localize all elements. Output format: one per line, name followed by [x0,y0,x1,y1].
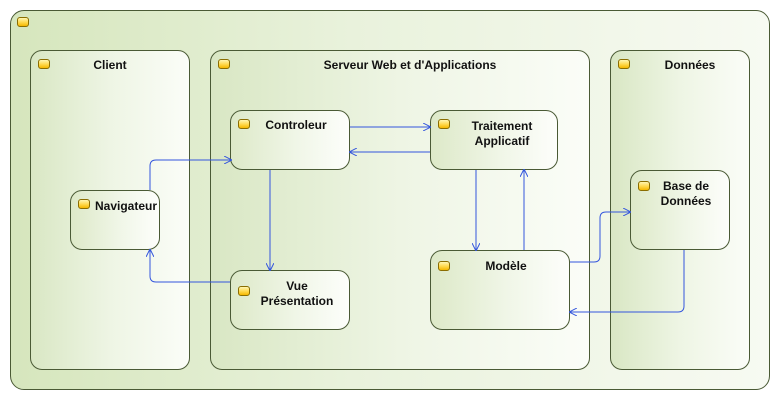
data-lane-title: Données [664,58,716,72]
server-lane-title: Serveur Web et d'Applications [323,58,497,72]
node-base-donnees[interactable]: Base de Données [630,170,730,250]
node-controleur[interactable]: Controleur [230,110,350,170]
node-modele-label: Modèle [485,259,527,273]
client-lane-title: Client [93,58,127,72]
node-traitement-label: Traitement Applicatif [471,119,533,148]
element-tag-icon [17,17,29,27]
node-navigateur[interactable]: Navigateur [70,190,160,250]
node-base-donnees-label: Base de Données [660,179,712,208]
node-vue-label: Vue Présentation [260,279,334,308]
element-tag-icon [38,59,50,69]
element-tag-icon [78,199,90,209]
element-tag-icon [238,119,250,129]
client-lane: Client [30,50,190,370]
node-vue[interactable]: Vue Présentation [230,270,350,330]
node-traitement[interactable]: Traitement Applicatif [430,110,558,170]
element-tag-icon [218,59,230,69]
element-tag-icon [618,59,630,69]
element-tag-icon [238,286,250,296]
node-controleur-label: Controleur [265,118,327,132]
node-modele[interactable]: Modèle [430,250,570,330]
element-tag-icon [438,261,450,271]
element-tag-icon [638,181,650,191]
element-tag-icon [438,119,450,129]
node-navigateur-label: Navigateur [94,199,158,213]
